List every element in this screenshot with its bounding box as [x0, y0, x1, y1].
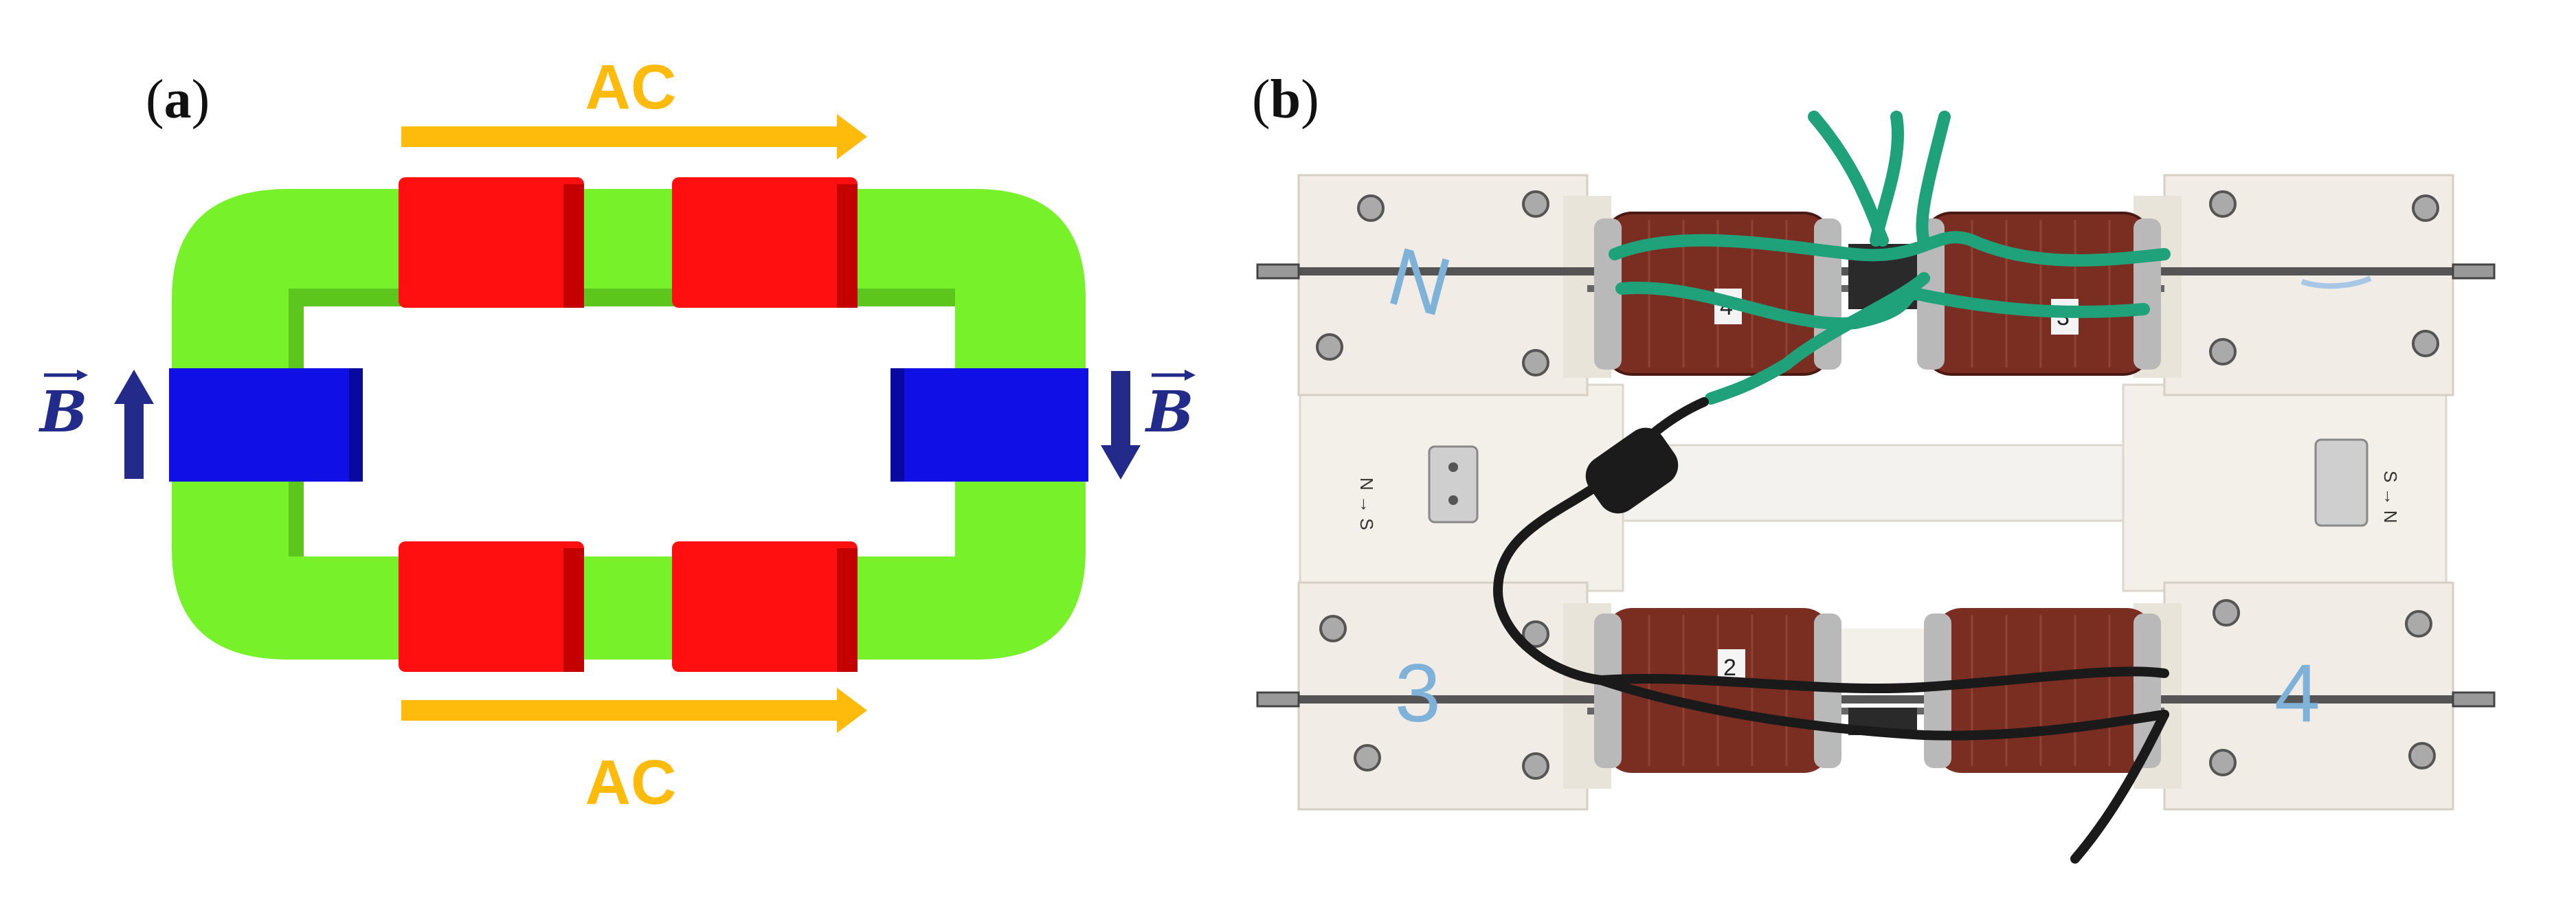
vector-bar-right-icon — [1152, 370, 1196, 381]
magnet-photo-right — [2314, 438, 2368, 527]
block-number-bottom-right: 4 — [2274, 647, 2320, 739]
field-arrow-down-icon — [1101, 371, 1141, 480]
block-number-bottom-left: 3 — [1395, 647, 1441, 739]
magnet-right-direction: S → N — [2380, 471, 2401, 524]
field-label-right: B — [1145, 379, 1194, 445]
tape-wrap — [1585, 427, 1679, 514]
coil-photo-bottom-right — [1924, 608, 2161, 773]
coil-top-left — [399, 177, 584, 308]
ac-arrow-top — [401, 114, 867, 159]
magnet-right — [891, 368, 1088, 482]
coil-top-right — [672, 177, 858, 308]
magnet-left-direction: N → S — [1356, 477, 1377, 530]
rod-ends — [1256, 263, 2496, 708]
magnet-left — [169, 368, 363, 482]
right-spacer-block — [2122, 383, 2448, 592]
green-wires — [1609, 111, 2171, 405]
block-mark-top-right — [2300, 275, 2372, 289]
coil-bottom-right — [672, 541, 858, 672]
magnet-photo-left — [1428, 445, 1479, 524]
field-label-left: B — [38, 379, 87, 445]
bolts — [1316, 190, 2439, 780]
coil-bottom-left — [399, 541, 584, 672]
core-frame — [172, 189, 1086, 660]
vector-bar-left-icon — [44, 370, 88, 381]
gap-bottom — [1841, 629, 1924, 690]
panel-a-label: (a) — [146, 69, 210, 130]
panel-b-label: (b) — [1252, 69, 1319, 130]
ac-label-top: AC — [585, 52, 677, 122]
field-arrow-up-icon — [114, 370, 154, 479]
coil-tag-2: 2 — [1723, 655, 1736, 681]
ac-arrow-bottom — [401, 688, 867, 733]
ac-label-bottom: AC — [585, 747, 677, 818]
